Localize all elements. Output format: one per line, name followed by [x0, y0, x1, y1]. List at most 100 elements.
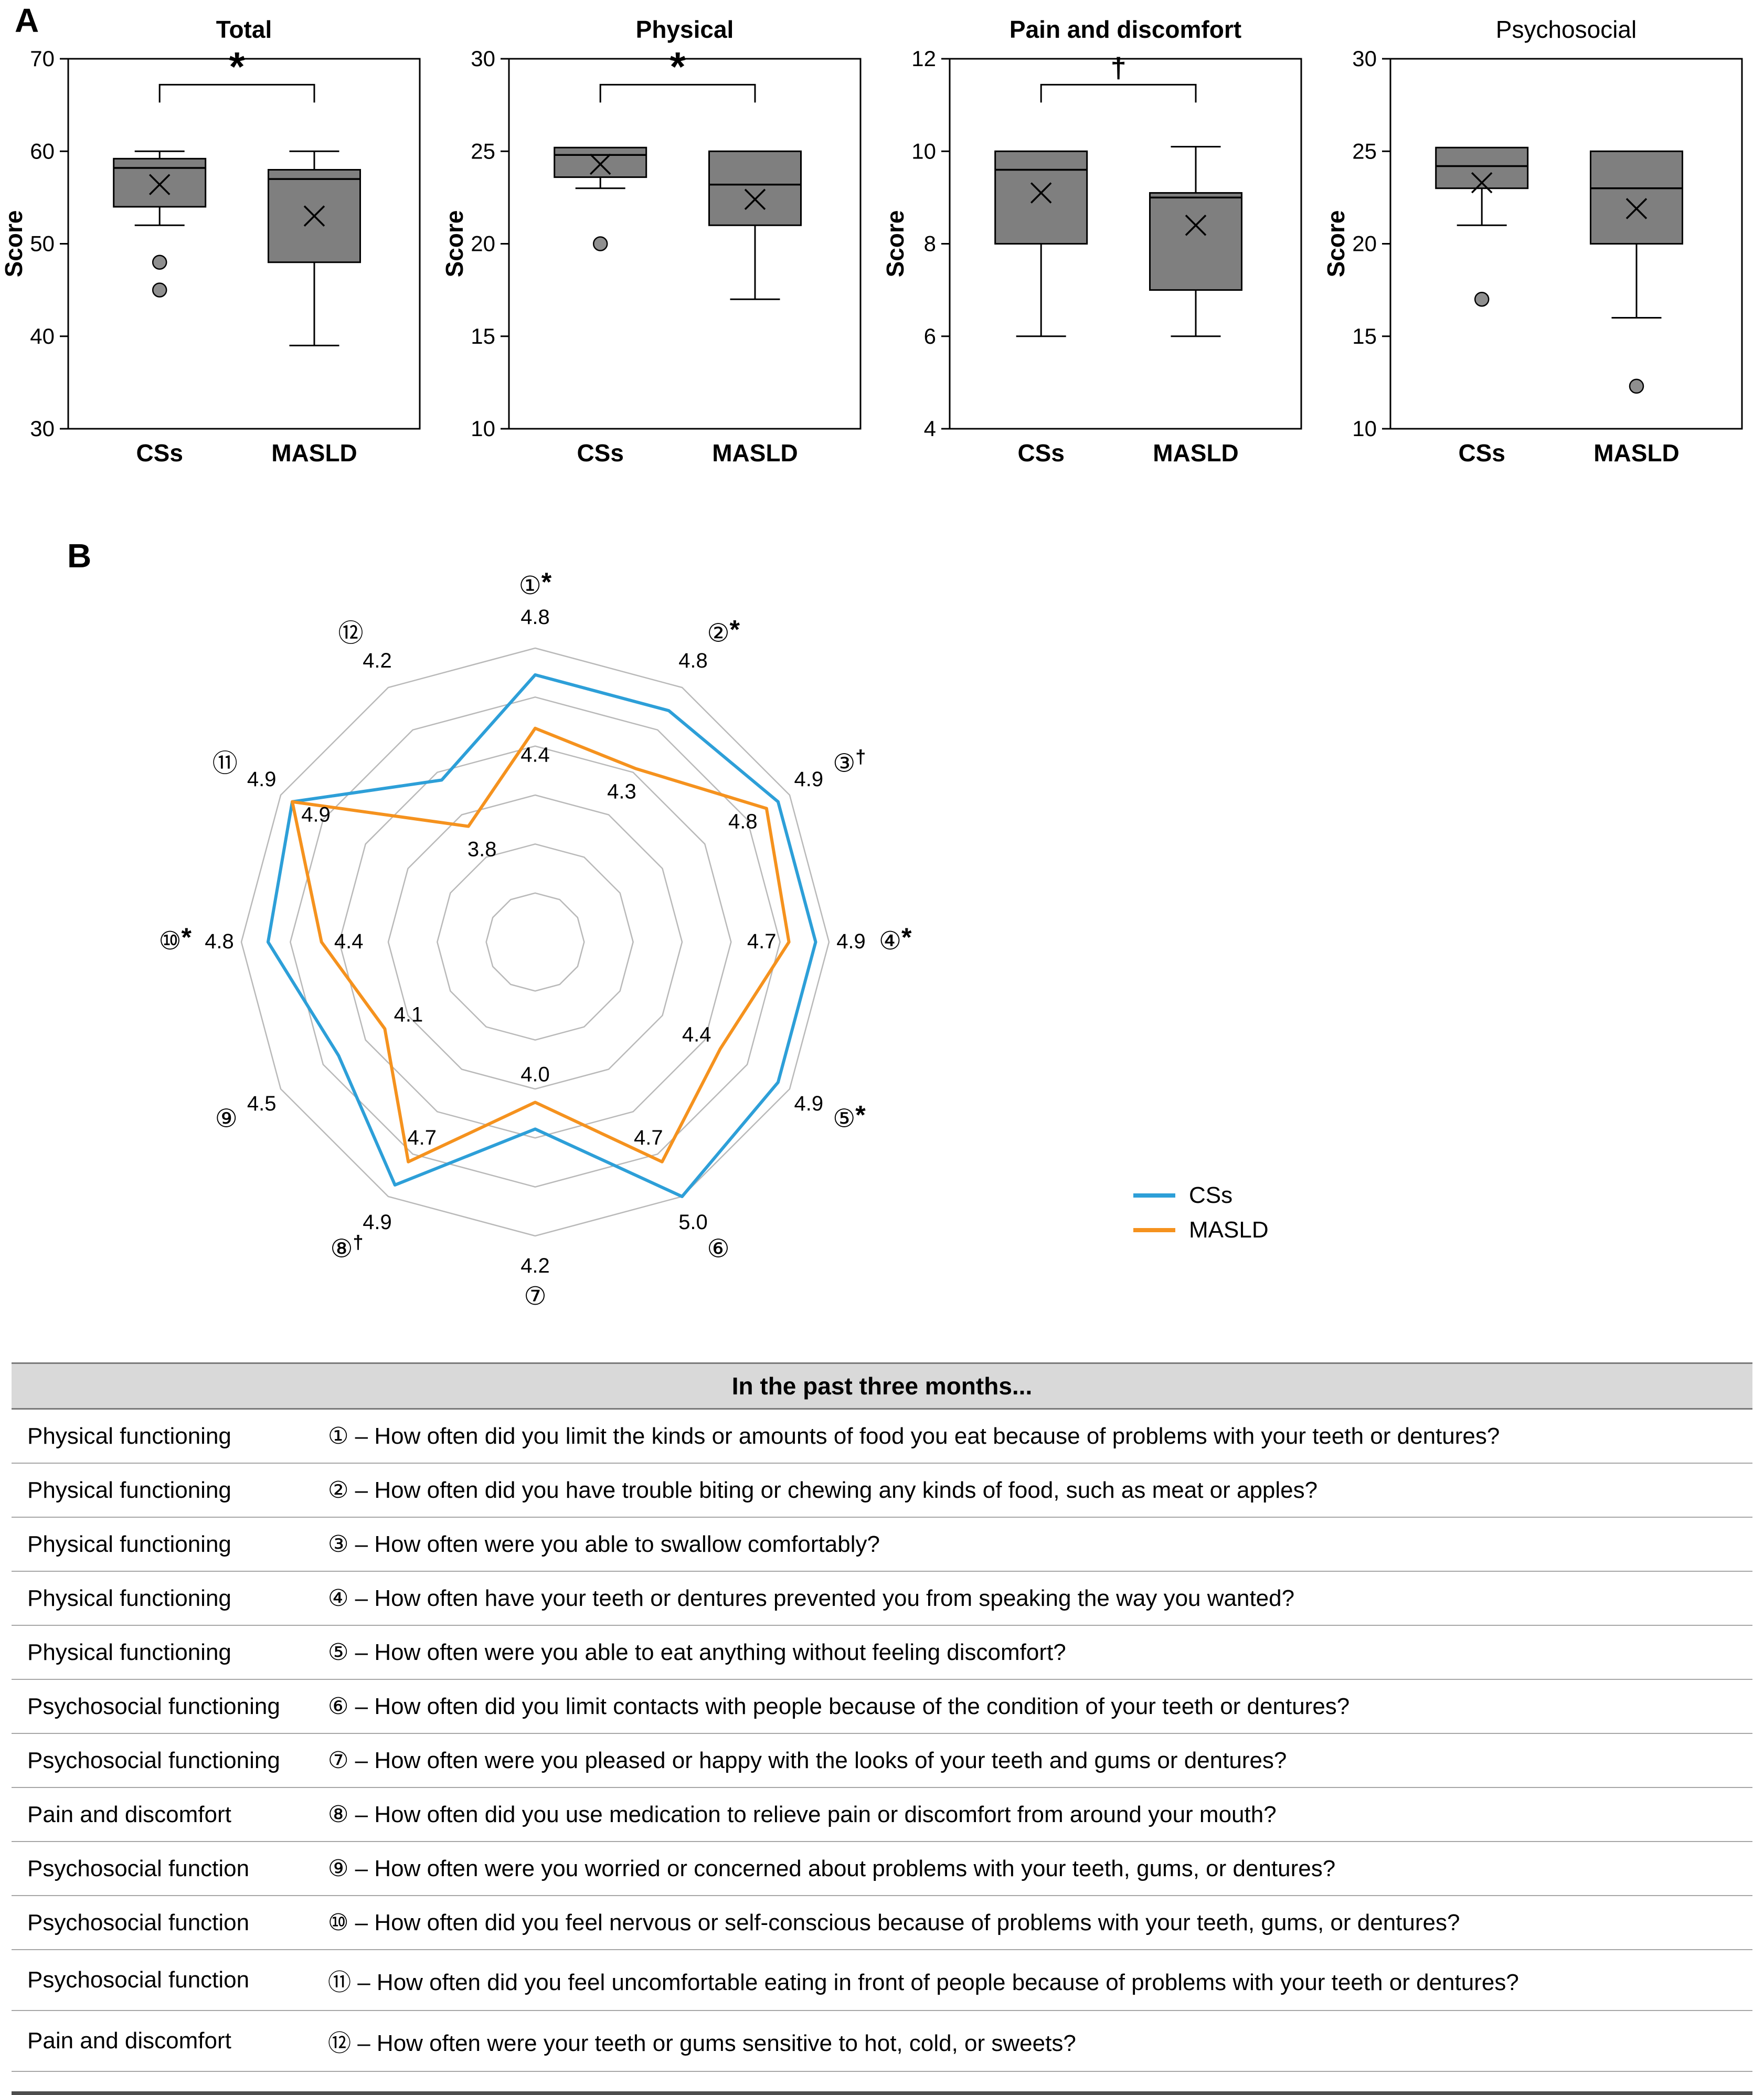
- significance-bracket: [599, 83, 756, 103]
- box: [1149, 192, 1242, 291]
- group-label: MASLD: [1153, 439, 1239, 467]
- grid-ring: [437, 843, 634, 1041]
- mean-marker: [148, 174, 171, 195]
- value-label-masld: 4.8: [728, 810, 758, 833]
- row-question: ⑥ – How often did you limit contacts wit…: [328, 1694, 1350, 1719]
- y-tick-label: 25: [471, 139, 495, 163]
- axis-label: ⑪: [212, 750, 238, 778]
- axis-label: ①*: [519, 567, 552, 600]
- group-label: MASLD: [712, 439, 798, 467]
- y-tick-label: 15: [1352, 324, 1377, 348]
- value-label-css: 4.9: [794, 1092, 824, 1115]
- table-rows: Physical functioning ① – How often did yo…: [12, 1410, 1752, 2072]
- value-label-masld: 4.9: [301, 803, 331, 827]
- plot-frame: [67, 58, 421, 430]
- value-label-masld: 4.7: [747, 930, 777, 953]
- box: [994, 150, 1088, 245]
- axis-label: ⑨: [215, 1105, 238, 1133]
- outlier-point: [152, 282, 167, 298]
- panel-b-label: B: [67, 537, 92, 575]
- grid-ring: [485, 892, 585, 992]
- y-tick-label: 60: [30, 139, 55, 163]
- table-bottom-rule: [12, 2072, 1752, 2095]
- value-label-masld: 4.0: [520, 1063, 550, 1086]
- radar-chart: ①*4.84.4②*4.84.3③†4.94.8④*4.94.7⑤*4.94.4…: [159, 567, 912, 1310]
- row-category: Psychosocial function: [27, 1855, 250, 1881]
- value-label-masld: 4.4: [334, 930, 364, 953]
- y-tick-label: 6: [924, 324, 936, 348]
- axis-label: ②*: [707, 615, 740, 648]
- row-question: ⑤ – How often were you able to eat anyth…: [328, 1639, 1066, 1665]
- box: [1435, 146, 1529, 189]
- legend-swatch-css: [1133, 1193, 1175, 1198]
- value-label-css: 4.5: [247, 1092, 277, 1115]
- mean-marker: [589, 153, 611, 175]
- box: [554, 146, 647, 178]
- plot-title: Total: [216, 16, 272, 43]
- axis-label: ④*: [879, 923, 912, 955]
- value-label-masld: 3.8: [467, 838, 497, 861]
- plot-frame: [1389, 58, 1743, 430]
- row-category: Physical functioning: [27, 1531, 231, 1557]
- significance-marker: *: [670, 43, 686, 89]
- row-category: Pain and discomfort: [27, 1801, 231, 1827]
- mean-marker: [1185, 215, 1207, 236]
- y-axis-label: Score: [1322, 210, 1349, 278]
- y-tick-label: 25: [1352, 139, 1377, 163]
- mean-marker: [303, 205, 325, 227]
- legend-swatch-masld: [1133, 1228, 1175, 1232]
- plot-frame: [508, 58, 862, 430]
- significance-bracket: [1040, 83, 1197, 103]
- y-tick-label: 10: [1352, 416, 1377, 441]
- row-category: Psychosocial functioning: [27, 1747, 280, 1773]
- legend-item-masld: MASLD: [1133, 1213, 1269, 1247]
- axis-label: ⑥: [707, 1235, 730, 1263]
- plot-title: Physical: [636, 16, 734, 43]
- group-label: CSs: [1017, 439, 1064, 467]
- y-tick-label: 30: [1352, 46, 1377, 71]
- y-tick-label: 30: [471, 46, 495, 71]
- y-tick-label: 4: [924, 416, 936, 441]
- box: [1590, 150, 1683, 245]
- grid-ring: [240, 647, 830, 1237]
- row-question: ③ – How often were you able to swallow c…: [328, 1531, 880, 1557]
- row-question: ⑦ – How often were you pleased or happy …: [328, 1748, 1287, 1773]
- table-header: In the past three months...: [12, 1362, 1752, 1410]
- row-category: Physical functioning: [27, 1585, 231, 1611]
- row-question: ⑩ – How often did you feel nervous or se…: [328, 1910, 1460, 1935]
- axis-label: ⑧†: [330, 1231, 363, 1263]
- group-label: CSs: [1458, 439, 1505, 467]
- row-question: ① – How often did you limit the kinds or…: [328, 1423, 1500, 1449]
- row-category: Psychosocial function: [27, 1967, 250, 1993]
- y-tick-label: 20: [471, 231, 495, 256]
- group-label: CSs: [577, 439, 623, 467]
- y-tick-label: 20: [1352, 231, 1377, 256]
- legend-label: MASLD: [1189, 1217, 1269, 1243]
- value-label-masld: 4.4: [520, 744, 550, 767]
- value-label-css: 4.8: [205, 930, 234, 953]
- y-tick-label: 15: [471, 324, 495, 348]
- row-category: Psychosocial functioning: [27, 1693, 280, 1719]
- significance-marker: †: [1111, 52, 1127, 83]
- significance-marker: *: [229, 43, 245, 89]
- box: [113, 157, 207, 208]
- row-category: Physical functioning: [27, 1477, 231, 1503]
- value-label-css: 4.8: [678, 649, 708, 672]
- y-tick-label: 40: [30, 324, 55, 348]
- plot-title: Psychosocial: [1496, 16, 1637, 43]
- value-label-css: 4.9: [794, 768, 824, 791]
- mean-marker: [1471, 172, 1493, 194]
- group-label: MASLD: [271, 439, 357, 467]
- group-label: CSs: [136, 439, 183, 467]
- mean-marker: [1625, 198, 1648, 219]
- y-tick-label: 70: [30, 46, 55, 71]
